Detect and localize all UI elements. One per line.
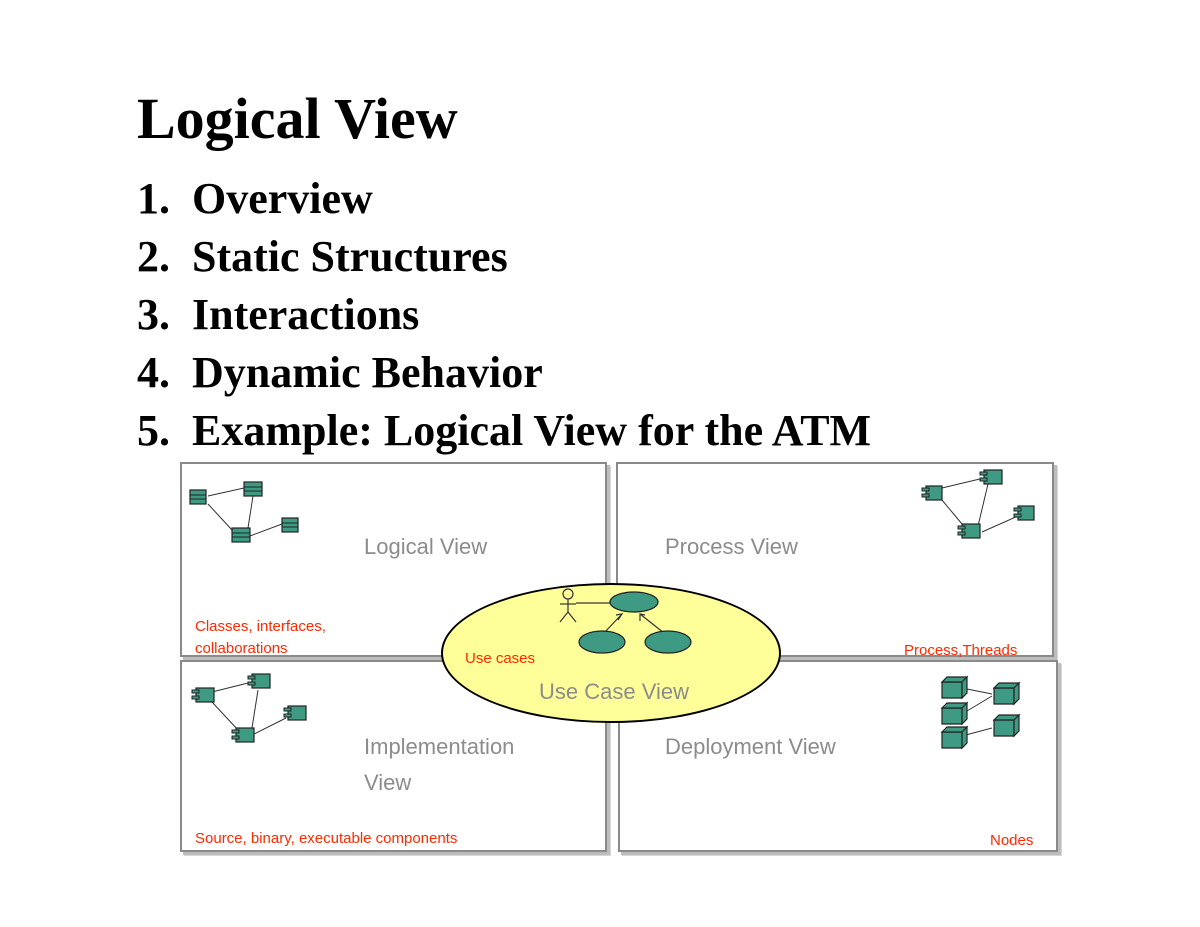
node-diagram-icon: [940, 675, 1021, 750]
component-diagram-icon: [191, 673, 307, 743]
agenda-item: 2. Static Structures: [137, 228, 871, 286]
agenda-text: Dynamic Behavior: [192, 348, 543, 397]
use-case-view-title: Use Case View: [539, 679, 689, 704]
process-view-note: Process,Threads: [904, 642, 1018, 657]
agenda-text: Example: Logical View for the ATM: [192, 406, 872, 455]
agenda-item: 4. Dynamic Behavior: [137, 344, 871, 402]
use-case-diagram-icon: [559, 588, 692, 654]
process-diagram-icon: [921, 469, 1035, 539]
implementation-view-title: Implementation View: [364, 734, 515, 795]
agenda-number: 1.: [137, 174, 170, 223]
class-diagram-icon: [189, 481, 299, 543]
agenda-number: 2.: [137, 232, 170, 281]
agenda-text: Overview: [192, 174, 373, 223]
logical-view-note-line2: collaborations: [195, 640, 288, 655]
agenda-text: Static Structures: [192, 232, 508, 281]
use-case-view-note: Use cases: [465, 650, 536, 667]
implementation-view-note: Source, binary, executable components: [195, 830, 458, 847]
agenda-text: Interactions: [192, 290, 420, 339]
logical-view-title: Logical View: [364, 534, 488, 559]
logical-view-note-line1: Classes, interfaces,: [195, 618, 326, 635]
slide-title: Logical View: [137, 86, 458, 151]
agenda-item: 3. Interactions: [137, 286, 871, 344]
logical-view-note: Classes, interfaces, collaborations: [195, 616, 326, 655]
deployment-view-title: Deployment View: [665, 734, 836, 759]
agenda-number: 4.: [137, 348, 170, 397]
agenda-item: 5. Example: Logical View for the ATM: [137, 402, 871, 460]
agenda-list: 1. Overview 2. Static Structures 3. Interac…: [137, 170, 871, 460]
agenda-number: 5.: [137, 406, 170, 455]
deployment-view-note: Nodes: [990, 832, 1034, 849]
use-case-view-ellipse: [441, 583, 781, 723]
process-view-title: Process View: [665, 534, 798, 559]
agenda-number: 3.: [137, 290, 170, 339]
agenda-item: 1. Overview: [137, 170, 871, 228]
